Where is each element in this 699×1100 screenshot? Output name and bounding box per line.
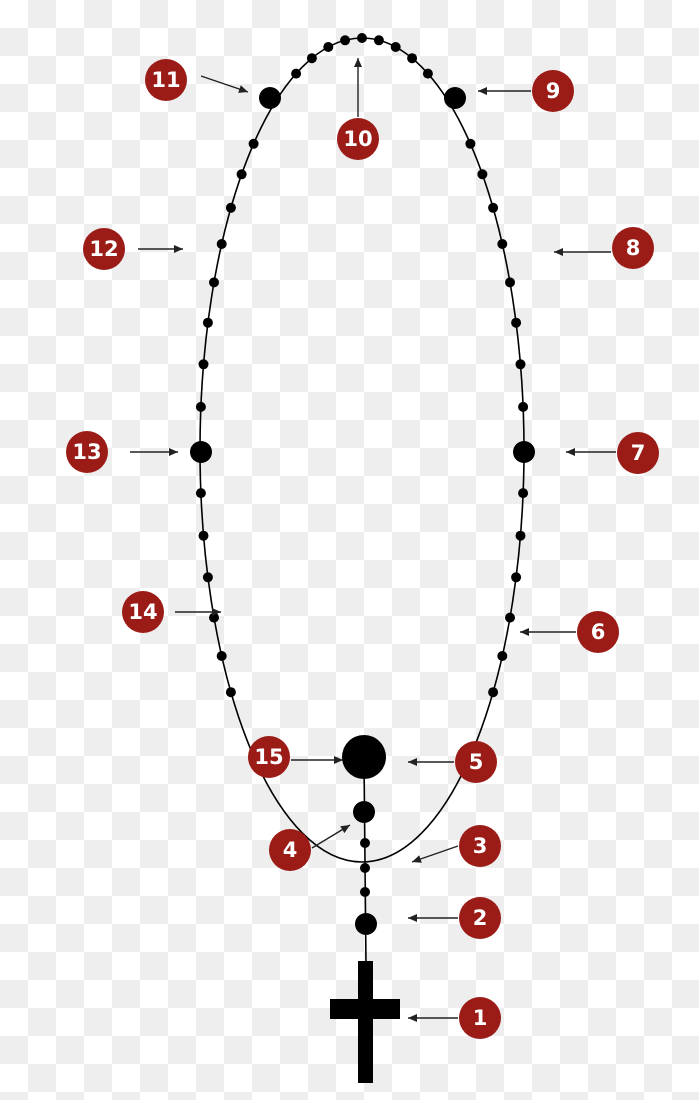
crucifix-horizontal-bar — [330, 999, 400, 1019]
pendant-large-bead-upper — [353, 801, 375, 823]
small-bead — [477, 169, 487, 179]
small-bead — [488, 687, 498, 697]
small-bead — [497, 239, 507, 249]
large-bead-top-right — [444, 87, 466, 109]
small-bead — [511, 572, 521, 582]
small-bead — [357, 33, 367, 43]
label-badge-13: 13 — [66, 431, 108, 473]
badge-number: 9 — [546, 79, 561, 103]
label-badge-8: 8 — [612, 227, 654, 269]
badge-number: 8 — [626, 236, 641, 260]
small-bead — [505, 277, 515, 287]
label-badge-3: 3 — [459, 825, 501, 867]
label-badge-15: 15 — [248, 736, 290, 778]
pendant-small-bead — [360, 863, 370, 873]
badge-number: 2 — [473, 906, 488, 930]
badge-number: 11 — [151, 68, 180, 92]
pointer-arrowhead — [340, 825, 350, 833]
badge-number: 4 — [283, 838, 298, 862]
small-bead — [203, 318, 213, 328]
badge-number: 6 — [591, 620, 606, 644]
small-bead — [249, 139, 259, 149]
label-badge-2: 2 — [459, 897, 501, 939]
small-bead — [199, 531, 209, 541]
small-bead — [226, 203, 236, 213]
small-bead — [511, 318, 521, 328]
pointer-arrowhead — [408, 914, 417, 922]
crucifix-vertical-bar — [358, 961, 373, 1083]
pendant-small-bead — [360, 887, 370, 897]
small-bead — [291, 69, 301, 79]
small-bead — [374, 35, 384, 45]
small-bead — [217, 239, 227, 249]
pointer-arrowhead — [174, 245, 183, 253]
pendant-large-bead-lower — [355, 913, 377, 935]
small-bead — [217, 651, 227, 661]
small-bead — [203, 572, 213, 582]
small-bead — [209, 277, 219, 287]
small-bead — [237, 169, 247, 179]
small-bead — [196, 402, 206, 412]
pendant-small-bead — [360, 838, 370, 848]
small-bead — [497, 651, 507, 661]
label-badge-14: 14 — [122, 591, 164, 633]
pointer-arrowhead — [169, 448, 178, 456]
pointer-arrowhead — [412, 855, 422, 863]
small-bead — [226, 687, 236, 697]
small-bead — [518, 488, 528, 498]
large-bead-top-left — [259, 87, 281, 109]
label-badge-1: 1 — [459, 997, 501, 1039]
large-bead-right — [513, 441, 535, 463]
badge-number: 3 — [473, 834, 488, 858]
pointer-arrowhead — [554, 248, 563, 256]
small-bead — [323, 42, 333, 52]
large-bead-left — [190, 441, 212, 463]
label-badge-12: 12 — [83, 228, 125, 270]
centerpiece — [342, 735, 386, 779]
pointer-arrowhead — [478, 87, 487, 95]
small-bead — [488, 203, 498, 213]
label-badge-7: 7 — [617, 432, 659, 474]
small-bead — [307, 53, 317, 63]
label-badge-4: 4 — [269, 829, 311, 871]
pointer-arrowhead — [354, 58, 362, 67]
label-badge-11: 11 — [145, 59, 187, 101]
pointer-arrowhead — [238, 85, 248, 93]
badge-number: 14 — [128, 600, 157, 624]
small-bead — [196, 488, 206, 498]
small-bead — [423, 69, 433, 79]
small-bead — [516, 531, 526, 541]
pointer-arrowhead — [408, 758, 417, 766]
pointer-arrowhead — [566, 448, 575, 456]
label-badge-9: 9 — [532, 70, 574, 112]
label-badge-5: 5 — [455, 741, 497, 783]
badge-number: 10 — [343, 127, 372, 151]
badge-number: 15 — [254, 745, 283, 769]
label-badge-10: 10 — [337, 118, 379, 160]
crucifix — [330, 961, 400, 1083]
badge-number: 12 — [89, 237, 118, 261]
label-badge-6: 6 — [577, 611, 619, 653]
small-bead — [340, 35, 350, 45]
small-bead — [465, 139, 475, 149]
badge-number: 7 — [631, 441, 646, 465]
small-bead — [199, 359, 209, 369]
small-bead — [391, 42, 401, 52]
small-bead — [518, 402, 528, 412]
small-bead — [407, 53, 417, 63]
pointer-arrowhead — [408, 1014, 417, 1022]
badge-number: 5 — [469, 750, 484, 774]
badge-number: 13 — [72, 440, 101, 464]
badge-number: 1 — [473, 1006, 488, 1030]
small-bead — [505, 613, 515, 623]
pointer-arrowhead — [334, 756, 343, 764]
pointer-arrowhead — [520, 628, 529, 636]
small-bead — [516, 359, 526, 369]
